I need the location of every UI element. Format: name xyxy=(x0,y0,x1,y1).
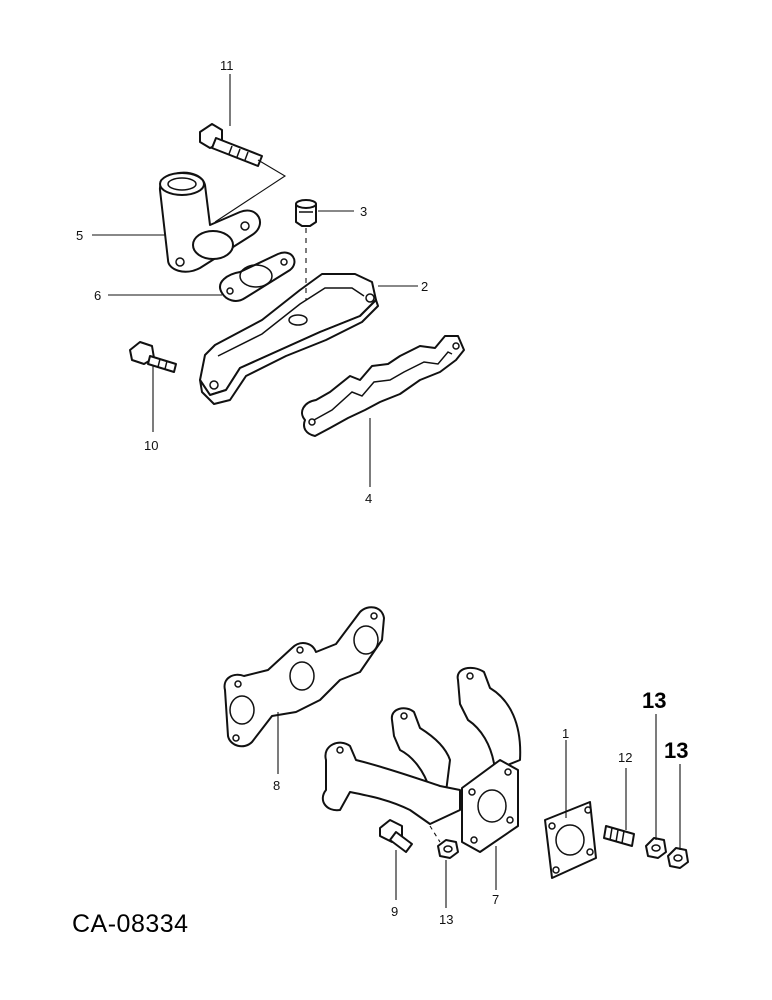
part-9-bolt xyxy=(379,819,413,853)
callout-5: 5 xyxy=(76,228,83,243)
drawing-reference-code: CA-08334 xyxy=(72,910,189,938)
part-10-bolt xyxy=(129,341,177,373)
part-7-exhaust-manifold xyxy=(321,666,522,853)
part-13-nut-right-a xyxy=(645,837,667,859)
leader-13-center-dash xyxy=(429,825,441,843)
callout-7: 7 xyxy=(492,892,499,907)
callout-11: 11 xyxy=(220,58,234,73)
part-11-bolt xyxy=(199,123,263,167)
part-6-gasket xyxy=(219,251,296,302)
leader-11-assembly xyxy=(214,159,287,223)
callout-8: 8 xyxy=(273,778,280,793)
callout-3: 3 xyxy=(360,204,367,219)
part-8-exhaust-gasket xyxy=(223,606,385,748)
part-13-nut-center xyxy=(437,839,459,859)
callout-1: 1 xyxy=(562,726,569,741)
part-3-plug xyxy=(295,199,317,227)
part-5-water-outlet xyxy=(158,171,261,273)
lower-leader-lines xyxy=(277,712,681,908)
part-1-flange-gasket xyxy=(544,801,597,879)
callout-9: 9 xyxy=(391,904,398,919)
part-2-housing xyxy=(199,273,379,405)
part-12-stud xyxy=(603,825,635,847)
callout-6: 6 xyxy=(94,288,101,303)
callout-13-center: 13 xyxy=(439,912,453,927)
callout-13-right-a: 13 xyxy=(642,688,666,713)
callout-12: 12 xyxy=(618,750,632,765)
upper-leader-lines xyxy=(92,74,418,487)
callout-13-right-b: 13 xyxy=(664,738,688,763)
part-4-gasket xyxy=(301,335,465,437)
callout-2: 2 xyxy=(421,279,428,294)
callout-4: 4 xyxy=(365,491,372,506)
part-13-nut-right-b xyxy=(667,847,689,869)
callout-10: 10 xyxy=(144,438,158,453)
